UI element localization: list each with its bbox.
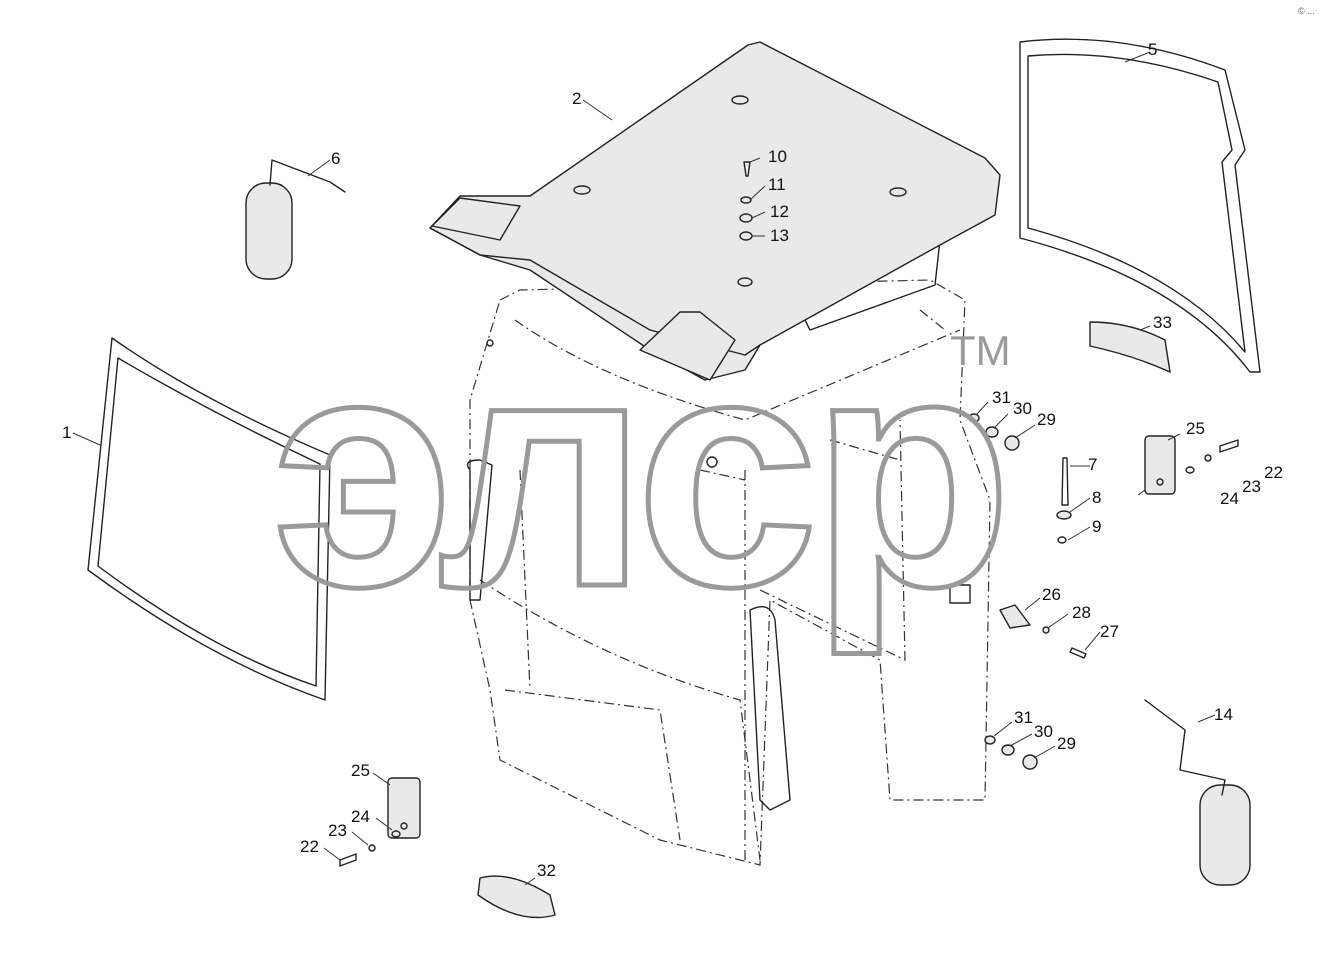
leader-lines bbox=[72, 51, 1216, 886]
watermark-text: элср bbox=[272, 286, 1004, 657]
mirror-left bbox=[245, 159, 346, 280]
callout-10: 10 bbox=[768, 147, 787, 166]
callout-28: 28 bbox=[1072, 603, 1091, 622]
callout-9: 9 bbox=[1092, 517, 1101, 536]
corner-mark: © ... bbox=[1298, 6, 1315, 16]
callout-25-right: 25 bbox=[1186, 419, 1205, 438]
callout-1: 1 bbox=[62, 423, 71, 442]
callout-6: 6 bbox=[331, 149, 340, 168]
bracket-left bbox=[387, 777, 421, 839]
callout-30-upper: 30 bbox=[1013, 399, 1032, 418]
cab-frame bbox=[466, 239, 991, 866]
roof-panel bbox=[429, 41, 1001, 381]
callout-7: 7 bbox=[1088, 455, 1097, 474]
callout-29-lower: 29 bbox=[1057, 734, 1076, 753]
callout-13: 13 bbox=[770, 226, 789, 245]
callout-26: 26 bbox=[1042, 585, 1061, 604]
callout-31-lower: 31 bbox=[1014, 708, 1033, 727]
hinge bbox=[949, 584, 1031, 629]
callout-29-upper: 29 bbox=[1037, 410, 1056, 429]
watermark-trademark: TM bbox=[950, 327, 1011, 374]
callout-11: 11 bbox=[768, 175, 786, 194]
front-glass bbox=[87, 337, 331, 701]
callout-25-left: 25 bbox=[351, 761, 370, 780]
callout-31-upper: 31 bbox=[992, 388, 1011, 407]
fasteners bbox=[339, 161, 1239, 867]
callout-14: 14 bbox=[1214, 705, 1233, 724]
rear-glass bbox=[1019, 38, 1261, 373]
callout-labels: 1 2 5 6 7 8 9 10 11 12 13 14 22 22 23 23… bbox=[62, 40, 1283, 880]
callout-33: 33 bbox=[1153, 313, 1172, 332]
callout-32: 32 bbox=[537, 861, 556, 880]
callout-30-lower: 30 bbox=[1034, 722, 1053, 741]
callout-5: 5 bbox=[1148, 40, 1157, 59]
callout-22-right: 22 bbox=[1264, 463, 1283, 482]
bracket-right bbox=[1144, 435, 1176, 495]
callout-12: 12 bbox=[770, 202, 789, 221]
callout-8: 8 bbox=[1092, 488, 1101, 507]
callout-27: 27 bbox=[1100, 622, 1119, 641]
watermark: элср TM bbox=[270, 284, 1015, 660]
callout-23-right: 23 bbox=[1242, 477, 1261, 496]
callout-23-left: 23 bbox=[328, 821, 347, 840]
grab-handle-rear bbox=[1089, 321, 1171, 373]
callout-22-left: 22 bbox=[300, 837, 319, 856]
callout-24-right: 24 bbox=[1220, 489, 1239, 508]
grab-handle-front bbox=[477, 875, 556, 919]
callout-2: 2 bbox=[572, 89, 581, 108]
callout-24-left: 24 bbox=[351, 807, 370, 826]
mirror-right bbox=[1144, 699, 1251, 886]
